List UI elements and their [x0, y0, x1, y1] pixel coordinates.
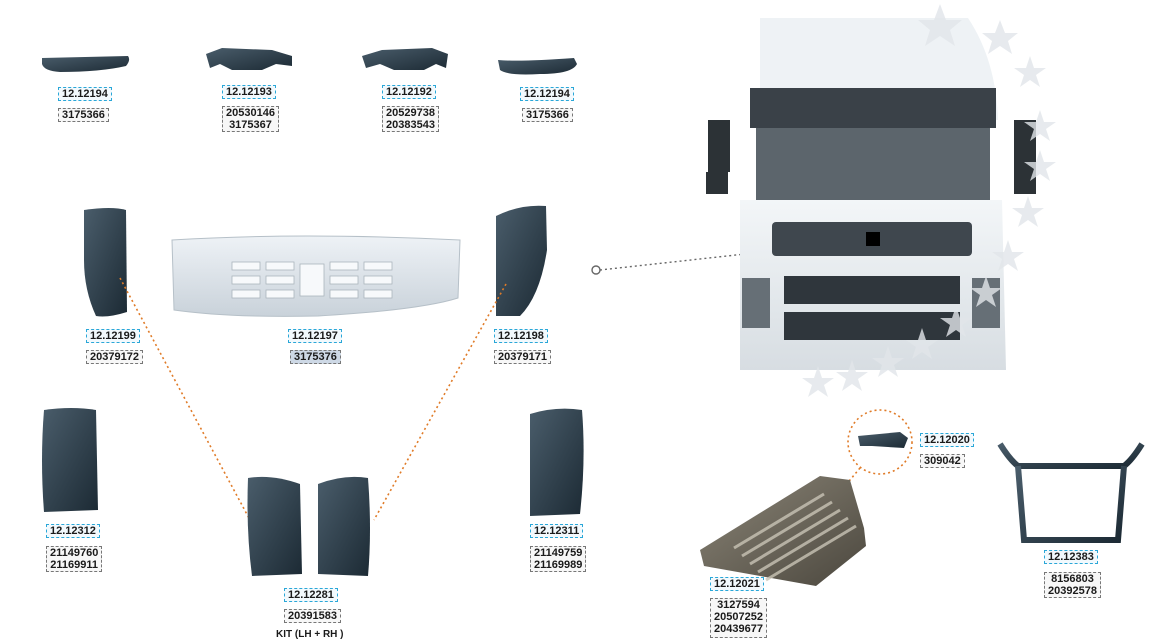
bracket-12192-image [362, 48, 448, 70]
oem-number-label: 21149759 21169989 [530, 546, 587, 572]
oem-number-label: 309042 [920, 454, 965, 468]
front-grille-image [171, 235, 461, 317]
oem-number-label: 8156803 20392578 [1044, 572, 1101, 598]
part-code-label: 12.12312 [46, 524, 100, 538]
part-code-label: 12.12020 [920, 433, 974, 447]
oem-number-label: 21149760 21169911 [46, 546, 103, 572]
step-image [700, 476, 866, 586]
part-code-label: 12.12198 [494, 329, 548, 343]
part-code-label: 12.12383 [1044, 550, 1098, 564]
part-code-label: 12.12193 [222, 85, 276, 99]
oem-number-label: 3175366 [522, 108, 573, 122]
oem-number-label: 20530146 3175367 [222, 106, 279, 132]
part-code-label: 12.12199 [86, 329, 140, 343]
part-code-label: 12.12281 [284, 588, 338, 602]
oem-number-label: 20391583 [284, 609, 341, 623]
part-code-label: 12.12021 [710, 577, 764, 591]
sunvisor-trim-right-image [498, 58, 577, 75]
part-code-label: 12.12311 [530, 524, 584, 538]
step-frame-image [997, 442, 1145, 543]
corner-panel-left-image [84, 208, 127, 317]
side-panel-kit-image [247, 476, 370, 576]
oem-number-label: 20379172 [86, 350, 143, 364]
oem-number-label: 20379171 [494, 350, 551, 364]
oem-number-label: 20529738 20383543 [382, 106, 439, 132]
truck-pointer-line [591, 239, 873, 275]
part-code-label: 12.12197 [288, 329, 342, 343]
bracket-12193-image [206, 48, 292, 70]
kit-note: KIT (LH + RH ) [276, 629, 344, 640]
part-code-label: 12.12194 [58, 87, 112, 101]
truck-image [706, 4, 1056, 397]
side-panel-right-image [530, 408, 584, 516]
oem-number-label: 3175366 [58, 108, 109, 122]
part-code-label: 12.12194 [520, 87, 574, 101]
side-panel-left-image [42, 408, 98, 512]
oem-number-label: 3127594 20507252 20439677 [710, 598, 767, 638]
clip-detail-circle [847, 409, 913, 475]
oem-number-label: 3175376 [290, 350, 341, 364]
leader-lines [119, 277, 507, 521]
sunvisor-trim-left-image [42, 56, 130, 72]
part-code-label: 12.12192 [382, 85, 436, 99]
corner-panel-right-image [496, 205, 547, 316]
